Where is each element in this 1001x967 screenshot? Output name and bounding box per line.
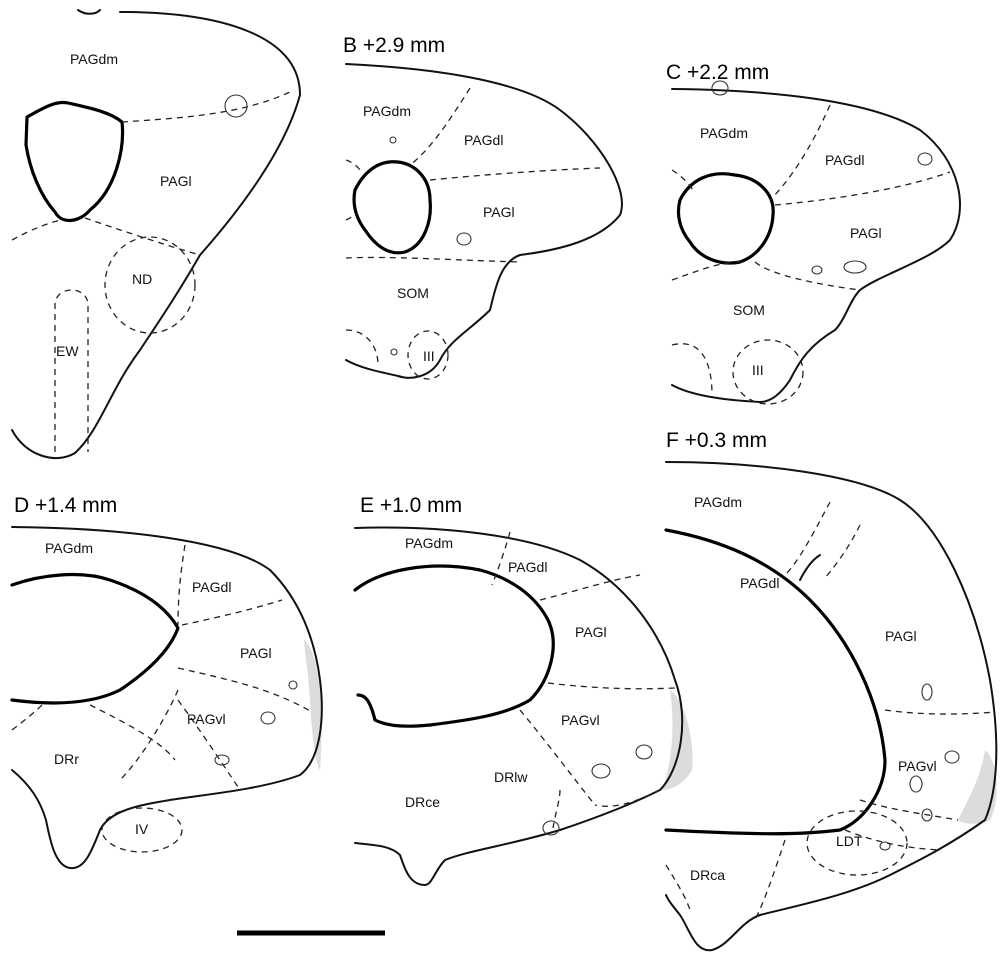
panel-d-label-pagdl: PAGdl <box>192 579 231 595</box>
panel-f-label-pagl: PAGl <box>885 628 917 644</box>
panel-c-label-iii: III <box>752 362 764 378</box>
panel-d-label-iv: IV <box>135 821 149 837</box>
panel-b-label-pagl: PAGl <box>483 204 515 220</box>
panel-e-boundary-3 <box>548 683 675 689</box>
panel-d-vessel-1 <box>289 681 297 689</box>
panel-b-label-som: SOM <box>397 285 429 301</box>
panel-b-aqueduct <box>354 162 430 253</box>
panel-e-vessel-1 <box>636 745 652 759</box>
panel-c-label-pagl: PAGl <box>850 225 882 241</box>
panel-e-label-pagl: PAGl <box>575 624 607 640</box>
panel-e-vessel-2 <box>592 764 610 778</box>
panel-f-boundary-2 <box>825 525 860 578</box>
panel-d-title: D +1.4 mm <box>14 494 117 517</box>
panel-a-ew-outline <box>55 290 88 452</box>
panel-f-label-drca: DRca <box>690 867 725 883</box>
panel-f-label-pagvl: PAGvl <box>898 758 937 774</box>
panel-d-boundary-3 <box>178 668 312 712</box>
panel-e-label-pagdm: PAGdm <box>405 535 453 551</box>
panel-c-vessel-2 <box>844 261 866 273</box>
panel-d-outline <box>12 527 322 868</box>
panel-e-label-pagdl: PAGdl <box>508 559 547 575</box>
panel-c-boundary-2 <box>775 172 950 205</box>
panel-d: D +1.4 mm PAGdm PAGdl PAGl PAGvl DRr IV <box>12 494 322 868</box>
panel-a-label-nd: ND <box>132 271 152 287</box>
panel-e-label-drlw: DRlw <box>494 769 528 785</box>
panel-a: PAGdm PAGl ND EW <box>12 10 300 458</box>
panel-c-vessel-3 <box>812 266 822 274</box>
panel-f-vessel-3 <box>910 776 922 792</box>
panel-b: B +2.9 mm PAGdm PAGdl PAGl SOM III <box>343 34 622 379</box>
panel-f-vessel-2 <box>945 751 959 763</box>
panel-f: F +0.3 mm PAGdm PAGdl PAGl PAGvl LDT DRc… <box>666 429 997 950</box>
panel-b-title: B +2.9 mm <box>343 34 445 57</box>
panel-f-label-ldt: LDT <box>836 833 863 849</box>
panel-b-vessel-3 <box>391 349 397 355</box>
panel-c-label-som: SOM <box>733 302 765 318</box>
panel-d-shading <box>304 640 322 770</box>
panel-b-label-iii: III <box>423 348 435 364</box>
panel-a-boundary-2 <box>12 220 62 240</box>
panel-e-aqueduct <box>355 566 553 726</box>
panel-f-shading <box>958 750 997 824</box>
panel-d-vessel-2 <box>261 712 275 724</box>
panel-b-boundary-2 <box>430 168 600 180</box>
panel-c-boundary-1 <box>770 105 830 200</box>
panel-a-boundary-3 <box>85 218 200 255</box>
panel-d-boundary-1 <box>178 545 185 625</box>
panel-d-label-pagl: PAGl <box>240 645 272 661</box>
panel-a-top-arc <box>78 10 100 14</box>
panel-a-label-pagl: PAGl <box>160 173 192 189</box>
panel-c-vessel-1 <box>918 153 932 165</box>
panel-c: C +2.2 mm PAGdm PAGdl PAGl SOM III <box>666 61 960 404</box>
panel-e-label-pagvl: PAGvl <box>561 712 600 728</box>
panel-a-label-ew: EW <box>56 343 79 359</box>
panel-f-boundary-5 <box>860 800 958 820</box>
panel-b-som-bottom <box>346 330 378 365</box>
panel-c-aqueduct <box>678 174 773 263</box>
panel-b-label-pagdm: PAGdm <box>363 103 411 119</box>
panel-b-boundary-3 <box>346 257 520 262</box>
panel-d-aqueduct <box>12 575 178 703</box>
panel-d-boundary-2 <box>182 600 282 625</box>
panel-e: E +1.0 mm PAGdm PAGdl PAGl PAGvl DRlw DR… <box>355 494 693 885</box>
panel-f-vessel-1 <box>922 684 932 700</box>
panel-b-vessel-1 <box>390 137 396 143</box>
panel-c-label-pagdm: PAGdm <box>700 125 748 141</box>
panel-c-label-pagdl: PAGdl <box>825 152 864 168</box>
panel-d-boundary-5 <box>90 705 175 760</box>
panel-b-boundary-4 <box>346 160 360 170</box>
panel-b-vessel-2 <box>457 233 471 245</box>
panel-a-aqueduct <box>26 102 123 220</box>
panel-d-boundary-6 <box>120 690 178 780</box>
panel-c-title: C +2.2 mm <box>666 61 769 84</box>
panel-d-label-drr: DRr <box>54 751 79 767</box>
panel-f-dl-tick <box>800 555 820 580</box>
panel-f-boundary-7 <box>666 865 690 910</box>
panel-b-label-pagdl: PAGdl <box>464 132 503 148</box>
panel-f-boundary-1 <box>785 502 830 575</box>
panel-f-label-pagdl: PAGdl <box>740 575 779 591</box>
panel-f-vessel-5 <box>880 842 890 850</box>
panel-f-label-pagdm: PAGdm <box>694 494 742 510</box>
panel-d-boundary-4 <box>12 705 42 730</box>
panel-a-vessel-1 <box>225 95 247 117</box>
panel-f-boundary-3 <box>885 710 995 714</box>
panel-e-title: E +1.0 mm <box>360 494 462 517</box>
panel-f-title: F +0.3 mm <box>666 429 767 452</box>
panel-d-label-pagdm: PAGdm <box>45 540 93 556</box>
panel-f-boundary-6 <box>755 840 785 920</box>
panel-e-label-drce: DRce <box>405 794 440 810</box>
panel-c-iii-outline <box>733 340 803 404</box>
panel-b-boundary-1 <box>410 88 470 165</box>
panel-a-boundary-1 <box>122 92 290 122</box>
panel-d-label-pagvl: PAGvl <box>187 711 226 727</box>
panel-c-boundary-3 <box>672 262 740 280</box>
panel-e-shading <box>662 690 693 790</box>
panel-a-label-pagdm: PAGdm <box>70 51 118 67</box>
